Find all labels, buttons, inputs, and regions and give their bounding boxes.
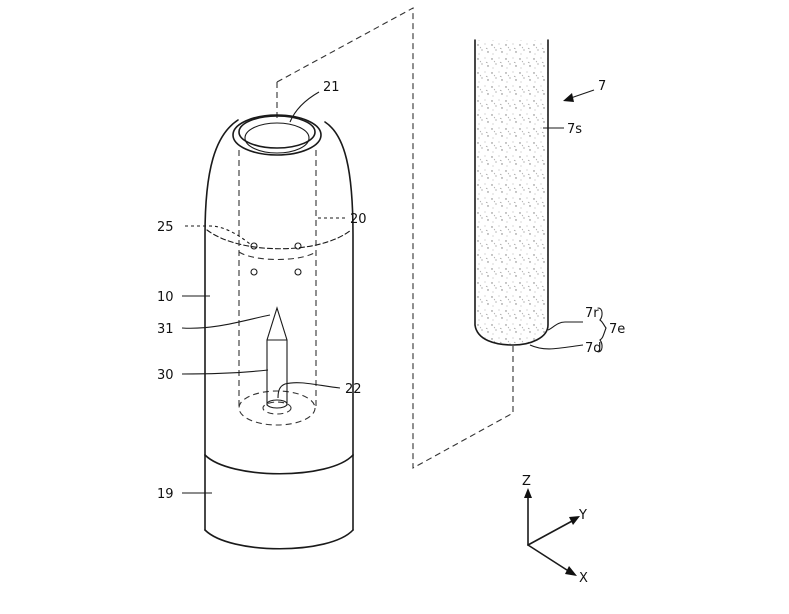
leader-lines (181, 89, 607, 494)
label-7r: 7r (585, 306, 599, 321)
label-25: 25 (157, 220, 174, 235)
label-22: 22 (345, 382, 362, 397)
label-30: 30 (157, 368, 174, 383)
axis-z-label: Z (522, 474, 531, 489)
stick-arrow-icon (563, 93, 574, 102)
axis-triad: Z Y X (522, 474, 588, 586)
label-10: 10 (157, 290, 174, 305)
label-7s: 7s (567, 122, 582, 137)
label-7d: 7d (585, 341, 602, 356)
heater (266, 306, 288, 409)
label-21: 21 (323, 80, 340, 95)
projection-frame (276, 7, 514, 469)
label-19: 19 (157, 487, 174, 502)
holder-body (204, 114, 354, 550)
stick (474, 39, 549, 346)
label-20: 20 (350, 212, 367, 227)
air-holes (250, 242, 302, 276)
axis-y-label: Y (578, 508, 587, 523)
axis-x-label: X (579, 571, 588, 586)
label-7: 7 (598, 79, 606, 94)
label-31: 31 (157, 322, 174, 337)
chamber (238, 150, 317, 426)
label-7e: 7e (609, 322, 625, 337)
